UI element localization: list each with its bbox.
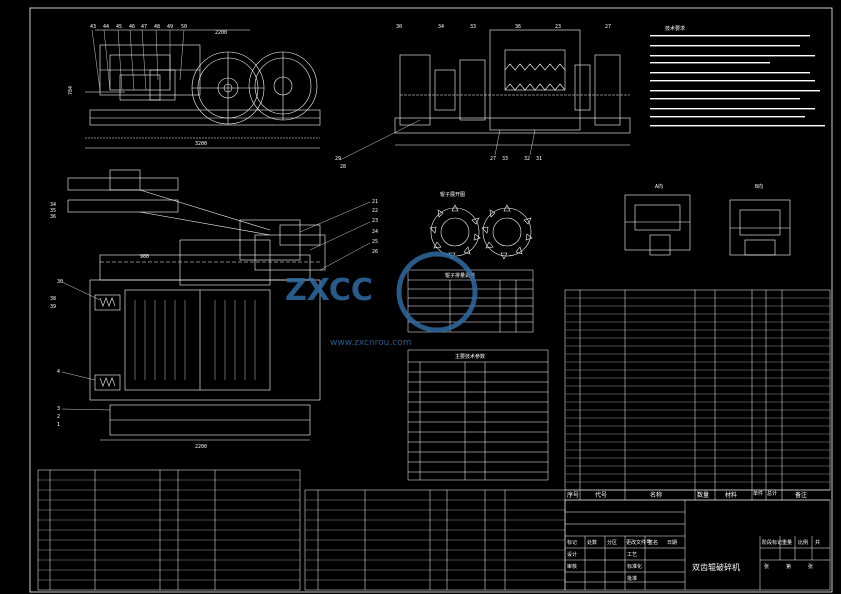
balloon-43: 43 (90, 24, 96, 30)
tb-row-design: 设计 (567, 551, 577, 558)
dim-left-height: 784 (68, 86, 74, 95)
balloon-22: 22 (372, 208, 378, 214)
tb-head-count: 处数 (587, 539, 597, 546)
title-block-labels: 标记 处数 分区 更改文件号 签名 日期 设计 审核 工艺 标准化 批准 双齿辊… (567, 539, 820, 582)
dim-top-width: 2200 (215, 30, 227, 36)
view-b-label: B向 (755, 183, 763, 190)
bom-head-material: 材料 (725, 491, 737, 499)
svg-text:27: 27 (605, 24, 611, 30)
tb-row-std: 标准化 (627, 563, 642, 570)
balloon-27: 27 (490, 156, 496, 162)
svg-text:33: 33 (470, 24, 476, 30)
svg-text:23: 23 (555, 24, 561, 30)
technical-requirements: 技术要求 (650, 25, 825, 127)
specs-table (407, 349, 549, 481)
bom-head-name: 名称 (650, 491, 662, 499)
svg-text:30: 30 (396, 24, 402, 30)
plan-view (67, 169, 326, 441)
title-block (564, 499, 831, 591)
balloon-26: 26 (372, 249, 378, 255)
dim-side-width: 3200 (195, 141, 207, 147)
front-elevation-view (85, 29, 321, 149)
balloon-25: 25 (372, 239, 378, 245)
balloon-29: 29 (335, 156, 341, 162)
bom-right (564, 289, 831, 501)
tb-row-approve: 批准 (627, 575, 637, 582)
balloon-30: 30 (57, 279, 63, 285)
bom-header-row: 序号 代号 名称 数量 材料 单件 总计 备注 (567, 490, 807, 499)
balloon-46: 46 (129, 24, 135, 30)
tb-head-sign: 签名 (648, 539, 658, 546)
balloon-31: 31 (536, 156, 542, 162)
bom-bottom-left (37, 469, 301, 591)
roller-table-title: 辊子排量调整 (445, 272, 475, 279)
tooth-label: 辊子展开图 (440, 191, 465, 198)
balloon-39: 39 (50, 304, 56, 310)
bom-head-remark: 备注 (795, 491, 807, 499)
outer-frame (29, 7, 833, 593)
tech-requirements-title: 技术要求 (665, 25, 685, 32)
balloon-3: 3 (57, 406, 60, 412)
watermark-logo: ZXCC www.zxcnrou.com (285, 251, 478, 348)
dim-plan-width: 2200 (195, 444, 207, 450)
balloon-2: 2 (57, 414, 60, 420)
balloon-1: 1 (57, 422, 60, 428)
view-a (624, 194, 691, 256)
balloon-45: 45 (116, 24, 122, 30)
specs-table-title: 主要技术参数 (455, 353, 485, 360)
balloon-35: 35 (50, 208, 56, 214)
bom-head-code: 代号 (595, 491, 607, 499)
tb-sheet-no: 第 (786, 563, 791, 570)
bom-bottom-middle (304, 489, 566, 591)
tb-head-mark: 标记 (567, 539, 577, 546)
front-view-balloons: 43 44 45 46 47 48 49 50 2200 784 3200 (68, 24, 227, 147)
tb-sheet-total: 张 (764, 563, 769, 570)
bom-head-no: 序号 (567, 491, 579, 499)
tb-stage-mark: 阶段标记 (762, 539, 782, 546)
bom-head-qty: 数量 (697, 491, 709, 499)
balloon-36: 36 (50, 214, 56, 220)
tb-row-review: 审核 (567, 563, 577, 570)
balloon-48: 48 (154, 24, 160, 30)
balloon-47: 47 (141, 24, 147, 30)
svg-text:36: 36 (515, 24, 521, 30)
tb-head-zone: 分区 (607, 539, 617, 546)
balloon-34: 34 (50, 202, 56, 208)
watermark-text: ZXCC (285, 273, 373, 308)
balloon-28: 28 (340, 164, 346, 170)
view-b (729, 199, 791, 256)
side-elevation-view (394, 29, 631, 146)
balloon-49: 49 (167, 24, 173, 30)
watermark-subtitle: www.zxcnrou.com (330, 338, 411, 348)
tb-head-file: 更改文件号 (626, 539, 651, 546)
dim-plan-small: 900 (140, 254, 149, 260)
tb-row-process: 工艺 (627, 552, 637, 558)
balloon-44: 44 (103, 24, 109, 30)
svg-text:34: 34 (438, 24, 444, 30)
tb-head-date: 日期 (667, 540, 677, 546)
balloon-32: 32 (524, 156, 530, 162)
tooth-roller-detail: 辊子展开图 (429, 191, 533, 260)
side-view-balloons: 30 34 33 36 23 27 29 28 27 33 32 31 (335, 24, 611, 170)
balloon-21: 21 (372, 199, 378, 205)
balloon-33: 33 (502, 156, 508, 162)
balloon-23: 23 (372, 218, 378, 224)
bom-head-unit: 单件 (753, 490, 763, 497)
tb-scale: 比例 (798, 539, 808, 546)
balloon-50: 50 (181, 24, 187, 30)
view-a-label: A向 (655, 183, 663, 190)
plan-view-balloons: 34 35 36 38 39 30 4 3 2 1 21 22 23 24 25… (50, 199, 378, 450)
balloon-38: 38 (50, 296, 56, 302)
product-name: 双齿辊破碎机 (692, 562, 740, 572)
bom-head-total: 总计 (767, 490, 777, 497)
tb-sheet-label: 张 (808, 563, 813, 570)
tb-weight: 重量 (782, 539, 792, 546)
balloon-24: 24 (372, 229, 378, 235)
balloon-4: 4 (57, 369, 60, 375)
tb-total: 共 (815, 539, 820, 546)
